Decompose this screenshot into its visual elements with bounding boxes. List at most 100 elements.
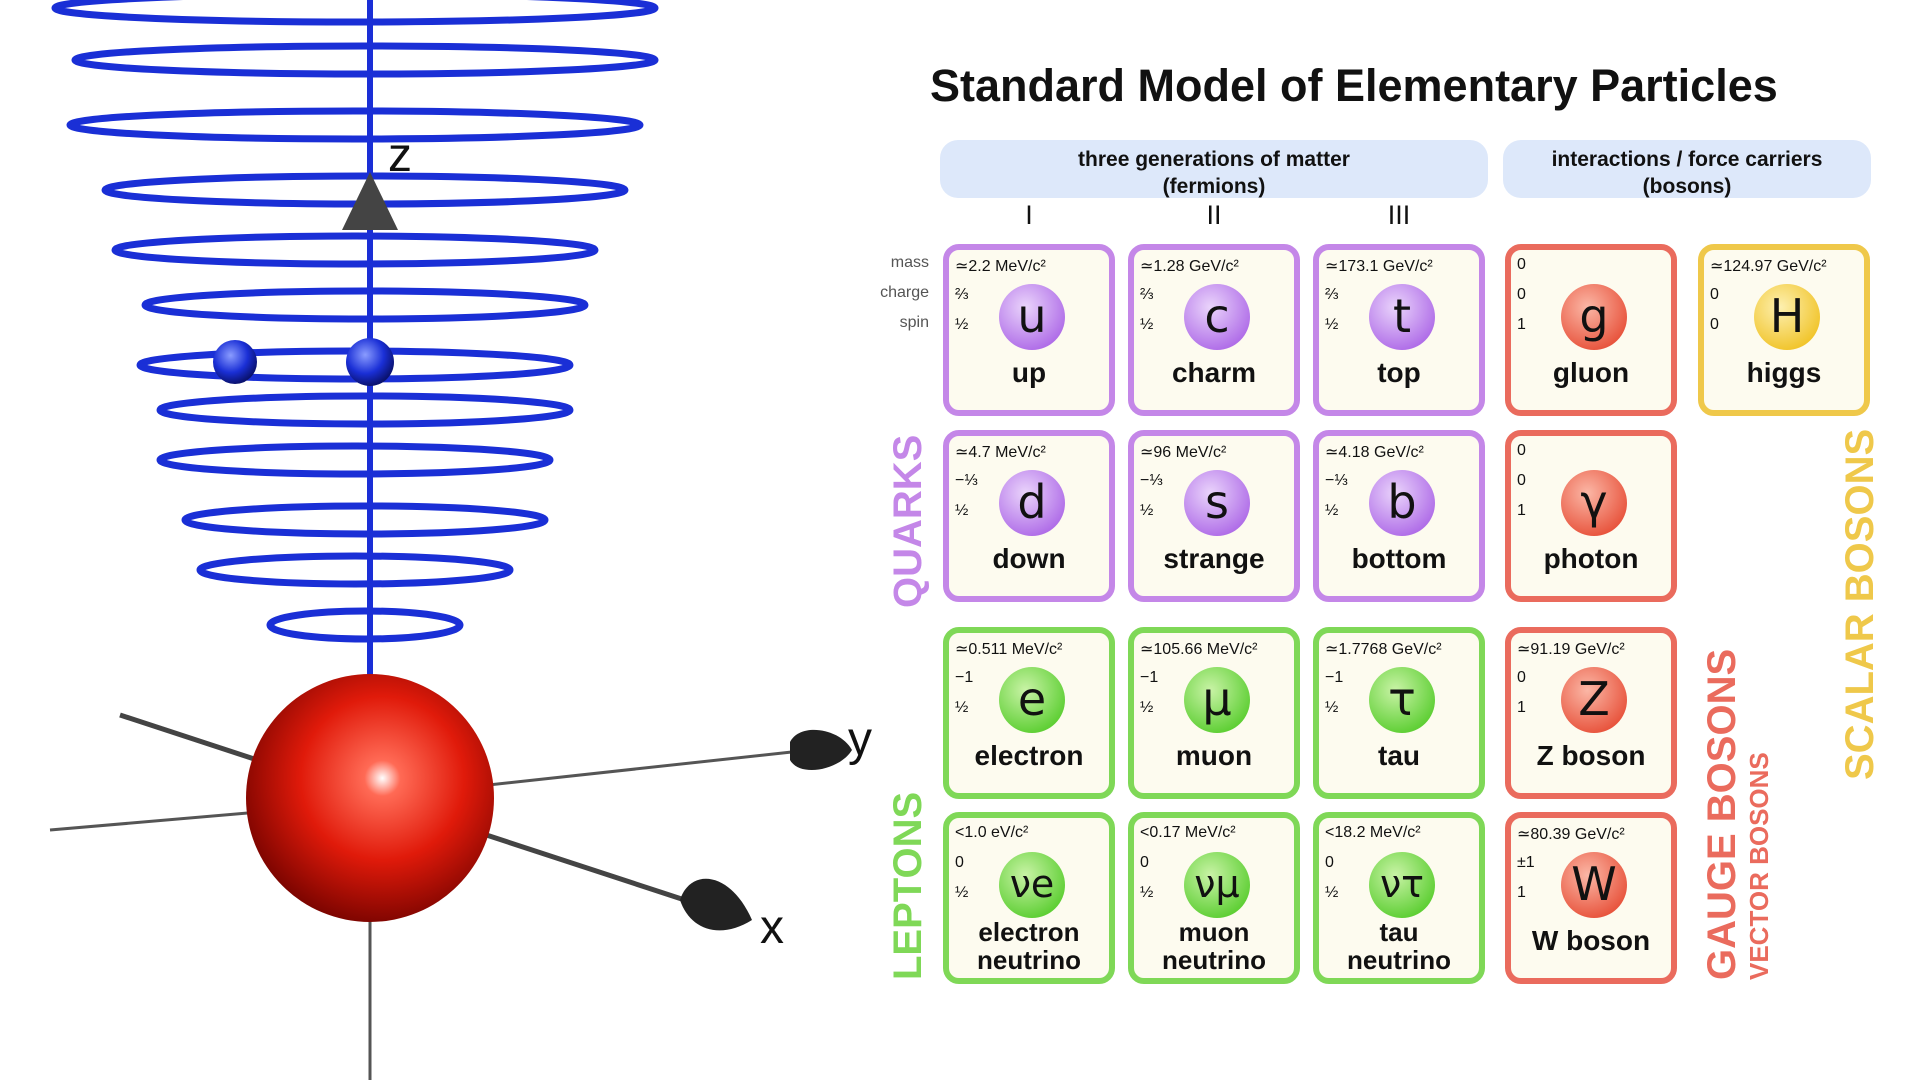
particle-name: strange xyxy=(1163,543,1265,574)
z-axis-arrowhead xyxy=(342,172,398,230)
charge-value: −1 xyxy=(955,669,974,686)
charge-value: 0 xyxy=(955,854,964,871)
y-axis-arrowhead xyxy=(790,729,852,771)
particle-name: top xyxy=(1377,357,1421,388)
particle-card-gluon: 0 0 1 g gluon xyxy=(1505,244,1677,416)
charge-value: 0 xyxy=(1517,286,1526,303)
particle-symbol: b xyxy=(1369,470,1435,536)
quarks-label: QUARKS xyxy=(886,434,930,608)
particle-symbol: νμ xyxy=(1184,852,1250,918)
generation-label: I xyxy=(1025,200,1033,230)
mass-value: ≃124.97 GeV/c² xyxy=(1710,258,1827,275)
mass-value: ≃1.28 GeV/c² xyxy=(1140,258,1239,275)
particle-name: W boson xyxy=(1531,925,1651,956)
charge-value: ⅔ xyxy=(1325,286,1339,303)
y-axis xyxy=(469,748,811,789)
helix-ring xyxy=(141,287,589,323)
particle-name: higgs xyxy=(1746,357,1822,388)
generation-label: II xyxy=(1206,200,1222,230)
spin-label: spin xyxy=(899,314,929,331)
spin-value: ½ xyxy=(1140,884,1154,901)
charge-value: 0 xyxy=(1517,669,1526,686)
particle-name: gluon xyxy=(1552,357,1630,388)
chart-title: Standard Model of Elementary Particles xyxy=(930,60,1778,111)
charge-value: 0 xyxy=(1710,286,1719,303)
mass-value: ≃2.2 MeV/c² xyxy=(955,258,1046,275)
particle-symbol: γ xyxy=(1561,470,1627,536)
helix-ring xyxy=(156,392,574,428)
mass-value: <1.0 eV/c² xyxy=(955,824,1029,841)
helix-ring xyxy=(111,232,599,268)
charge-value: 0 xyxy=(1517,472,1526,489)
helix-ring xyxy=(51,0,659,26)
mass-value: ≃105.66 MeV/c² xyxy=(1140,641,1258,658)
helix-ring xyxy=(181,502,549,538)
spin-value: ½ xyxy=(955,502,969,519)
particle-name: up xyxy=(1011,357,1047,388)
particle-symbol: νe xyxy=(999,852,1065,918)
charge-value: −⅓ xyxy=(1140,472,1163,489)
mass-value: ≃1.7768 GeV/c² xyxy=(1325,641,1442,658)
scalar-bosons-label: SCALAR BOSONS xyxy=(1838,428,1882,780)
bosons-header: interactions / force carriers (bosons) xyxy=(1503,140,1871,198)
mass-value: ≃91.19 GeV/c² xyxy=(1517,641,1625,658)
spin-value: ½ xyxy=(955,699,969,716)
spin-value: ½ xyxy=(1140,699,1154,716)
mass-value: ≃0.511 MeV/c² xyxy=(955,641,1063,658)
particle-symbol: d xyxy=(999,470,1065,536)
particle-name: muon xyxy=(1175,740,1253,771)
mass-value: <0.17 MeV/c² xyxy=(1140,824,1236,841)
leptons-label: LEPTONS xyxy=(886,791,930,980)
helix-ring xyxy=(156,442,554,478)
spin-value: ½ xyxy=(1325,884,1339,901)
particle-symbol: e xyxy=(999,667,1065,733)
particle-name: photon xyxy=(1543,543,1639,574)
charge-value: ⅔ xyxy=(1140,286,1154,303)
mass-value: 0 xyxy=(1517,442,1526,459)
charge-value: 0 xyxy=(1325,854,1334,871)
x-axis-arrowhead xyxy=(680,878,752,931)
gauge-bosons-label: GAUGE BOSONS xyxy=(1700,648,1744,980)
mass-label: mass xyxy=(890,254,929,271)
spin-value: 1 xyxy=(1517,884,1526,901)
particle-symbol: s xyxy=(1184,470,1250,536)
particle-name: down xyxy=(992,543,1066,574)
charge-value: ±1 xyxy=(1517,854,1535,871)
generation-label: III xyxy=(1387,200,1411,230)
particle-symbol: μ xyxy=(1184,667,1250,733)
mass-value: 0 xyxy=(1517,256,1526,273)
spin-value: ½ xyxy=(1325,316,1339,333)
x-axis-label: x xyxy=(760,901,784,954)
helix xyxy=(51,0,659,643)
z-axis-label: z xyxy=(388,129,412,182)
spin-value: ½ xyxy=(1325,502,1339,519)
particle-symbol: Z xyxy=(1561,667,1627,733)
particle-symbol: g xyxy=(1561,284,1627,350)
spin-value: 1 xyxy=(1517,699,1526,716)
spin-value: 0 xyxy=(1710,316,1719,333)
particle-card-zboson: ≃91.19 GeV/c² 0 1 Z Z boson xyxy=(1505,627,1677,799)
spin-value: 1 xyxy=(1517,316,1526,333)
particle-symbol: W xyxy=(1561,852,1627,918)
particle-name: bottom xyxy=(1351,543,1447,574)
helix-ring xyxy=(266,607,464,643)
particle-name: tau xyxy=(1378,740,1420,771)
particle-symbol: t xyxy=(1369,284,1435,350)
mass-value: ≃4.7 MeV/c² xyxy=(955,444,1046,461)
particle-name: Z boson xyxy=(1536,740,1646,771)
particle-symbol: τ xyxy=(1369,667,1435,733)
spin-value: ½ xyxy=(1325,699,1339,716)
spin-value: ½ xyxy=(955,316,969,333)
